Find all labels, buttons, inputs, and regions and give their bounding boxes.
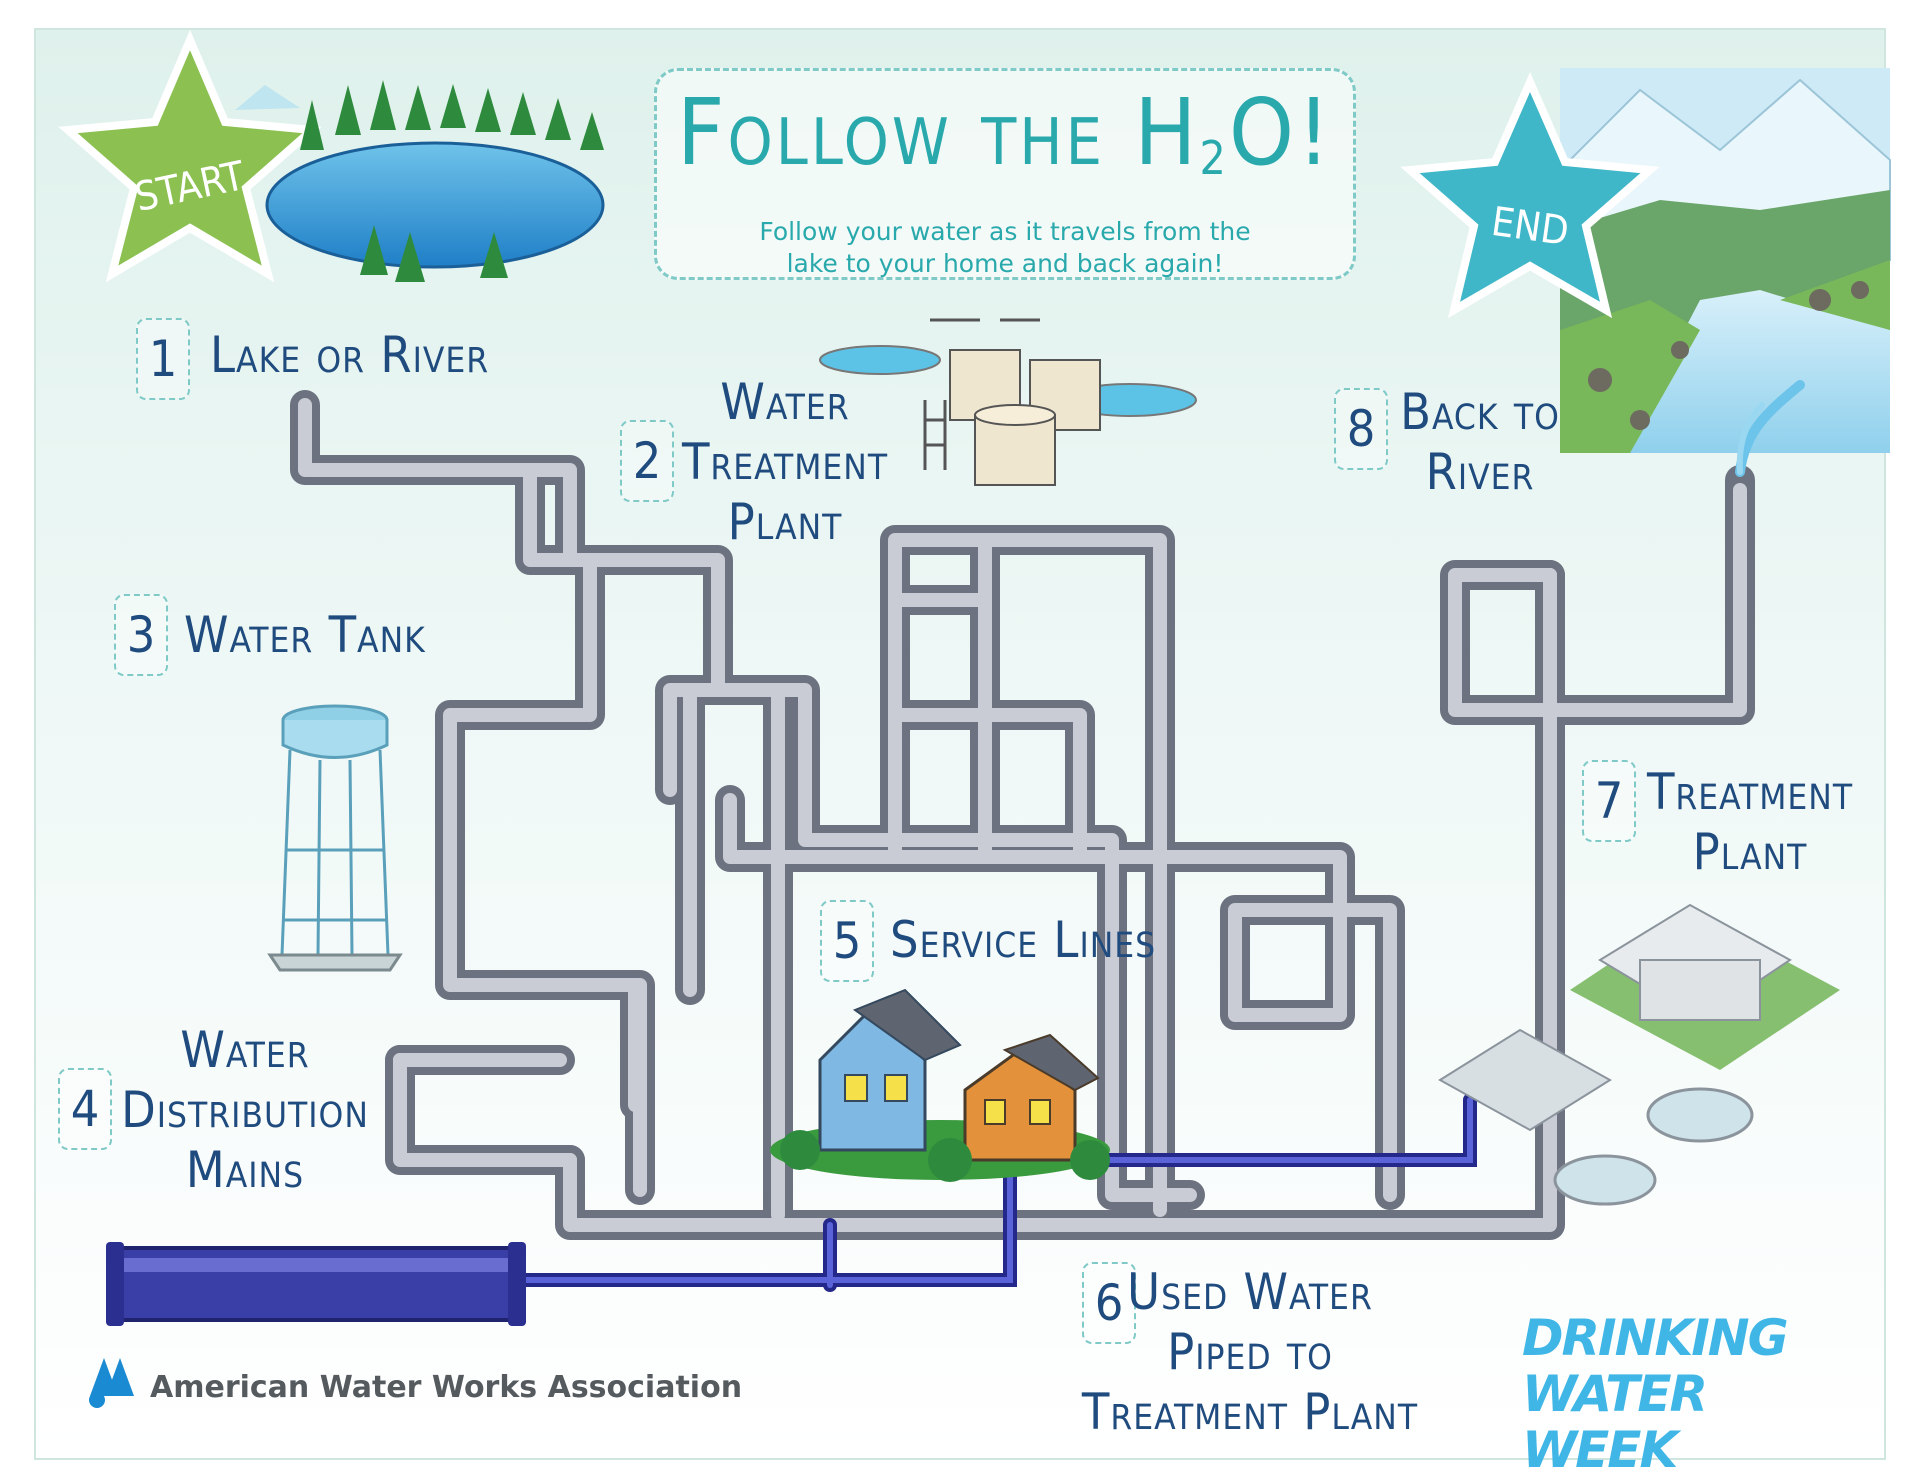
step-2-line: Treatment xyxy=(681,433,889,491)
page-subtitle: Follow your water as it travels from the… xyxy=(759,217,1251,278)
step-5-label: Service Lines xyxy=(890,910,1156,970)
step-2-line: Water xyxy=(720,373,850,431)
step-3-number: 3 xyxy=(114,594,168,676)
step-3-label: Water Tank xyxy=(184,605,426,665)
step-8-line: River xyxy=(1425,443,1535,501)
step-4-line: Distribution xyxy=(121,1081,369,1139)
title-box: Follow the H2O! Follow your water as it … xyxy=(654,68,1356,280)
outfall-pipe xyxy=(106,1242,526,1326)
step-4-line: Mains xyxy=(185,1141,305,1199)
step-6-line: Piped to xyxy=(1167,1323,1333,1381)
houses-icon xyxy=(770,988,1110,1182)
step-4-line: Water xyxy=(180,1021,310,1079)
step-3-line: Water Tank xyxy=(184,606,426,664)
start-star-icon: START xyxy=(58,29,322,283)
step-5-number: 5 xyxy=(820,900,874,982)
awwa-logo-icon xyxy=(89,1358,134,1408)
step-7-number: 7 xyxy=(1582,760,1636,842)
step-4-number: 4 xyxy=(58,1068,112,1150)
wastewater-plant-icon xyxy=(1438,903,1840,1206)
step-8-number: 8 xyxy=(1334,388,1388,470)
water-spray-icon xyxy=(1735,380,1805,477)
step-2-line: Plant xyxy=(727,493,843,551)
step-7-line: Treatment xyxy=(1646,763,1854,821)
awwa-logo: American Water Works Association xyxy=(76,1370,742,1405)
end-star-icon: END xyxy=(1400,72,1660,319)
step-5-line: Service Lines xyxy=(890,911,1157,969)
step-1-number: 1 xyxy=(136,318,190,400)
step-2-number: 2 xyxy=(620,420,674,502)
step-7-line: Plant xyxy=(1692,823,1808,881)
step-6-line: Treatment Plant xyxy=(1081,1383,1419,1441)
step-8-line: Back to xyxy=(1400,383,1560,441)
end-label: END xyxy=(1489,199,1572,255)
step-1-label: Lake or River xyxy=(210,325,489,385)
river-scene-icon xyxy=(1559,68,1891,453)
lake-icon xyxy=(235,80,605,282)
page-title: Follow the H2O! xyxy=(676,79,1334,186)
step-6-line: Used Water xyxy=(1127,1263,1373,1321)
step-6-number: 6 xyxy=(1082,1262,1136,1344)
treatment-plant-icon xyxy=(819,318,1197,486)
water-tank-icon xyxy=(267,704,403,972)
drinking-water-week-logo: DRINKING WATER WEEK xyxy=(1522,1309,1789,1479)
step-1-line: Lake or River xyxy=(210,326,490,384)
organization-name: American Water Works Association xyxy=(150,1370,743,1405)
